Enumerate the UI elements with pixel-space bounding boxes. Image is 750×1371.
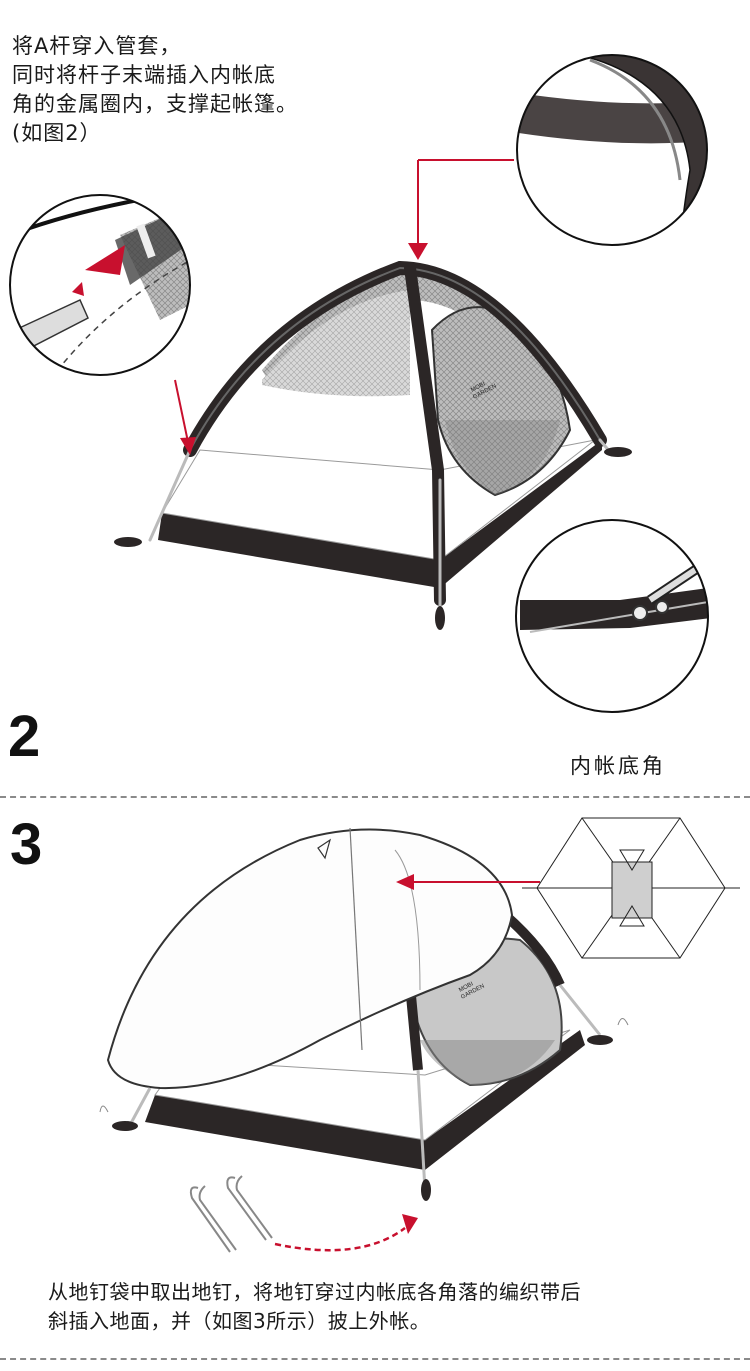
step3-instruction: 从地钉袋中取出地钉，将地钉穿过内帐底各角落的编织带后 斜插入地面，并（如图3所示… bbox=[48, 1278, 581, 1336]
step3-line-2: 斜插入地面，并（如图3所示）披上外帐。 bbox=[48, 1309, 431, 1333]
step2-line-2: 同时将杆子末端插入内帐底 bbox=[12, 63, 276, 87]
corner-tabs bbox=[114, 447, 632, 630]
detail-circle-corner bbox=[515, 519, 709, 713]
arrow-head-top bbox=[408, 243, 428, 260]
tent3-pole-front bbox=[405, 984, 423, 1071]
inner-tent-corner-label: 内帐底角 bbox=[570, 754, 666, 778]
inner-tent-mesh: MOBI GARDEN bbox=[262, 272, 572, 497]
step2-line-4: (如图2） bbox=[12, 121, 102, 145]
step2-instruction: 将A杆穿入管套， 同时将杆子末端插入内帐底 角的金属圈内，支撑起帐篷。 (如图2… bbox=[12, 32, 298, 148]
tent-poles bbox=[148, 260, 612, 622]
detail-circle-top bbox=[516, 54, 708, 246]
step2-illustration: MOBI GARDEN bbox=[9, 54, 709, 713]
step2-number: 2 bbox=[8, 704, 41, 769]
tent-stakes bbox=[189, 1175, 273, 1253]
step2-line-3: 角的金属圈内，支撑起帐篷。 bbox=[12, 92, 298, 116]
fly-sheet-diagram bbox=[522, 817, 740, 959]
section-divider-1 bbox=[0, 796, 750, 798]
step3-arrow-head bbox=[396, 874, 414, 890]
stake-dashed-arrow bbox=[274, 1227, 406, 1252]
step3-line-1: 从地钉袋中取出地钉，将地钉穿过内帐底各角落的编织带后 bbox=[48, 1280, 581, 1304]
section-divider-2 bbox=[0, 1358, 750, 1360]
tent3-floor bbox=[145, 1029, 585, 1170]
step2-line-1: 将A杆穿入管套， bbox=[12, 34, 182, 58]
tent3-corner-tabs bbox=[112, 1035, 613, 1201]
arrow-head-left bbox=[180, 437, 196, 455]
step2-red-arrows bbox=[174, 159, 514, 443]
stake-arrow-head bbox=[402, 1214, 418, 1234]
fly-sheet bbox=[106, 828, 514, 1090]
step3-number: 3 bbox=[10, 812, 43, 877]
